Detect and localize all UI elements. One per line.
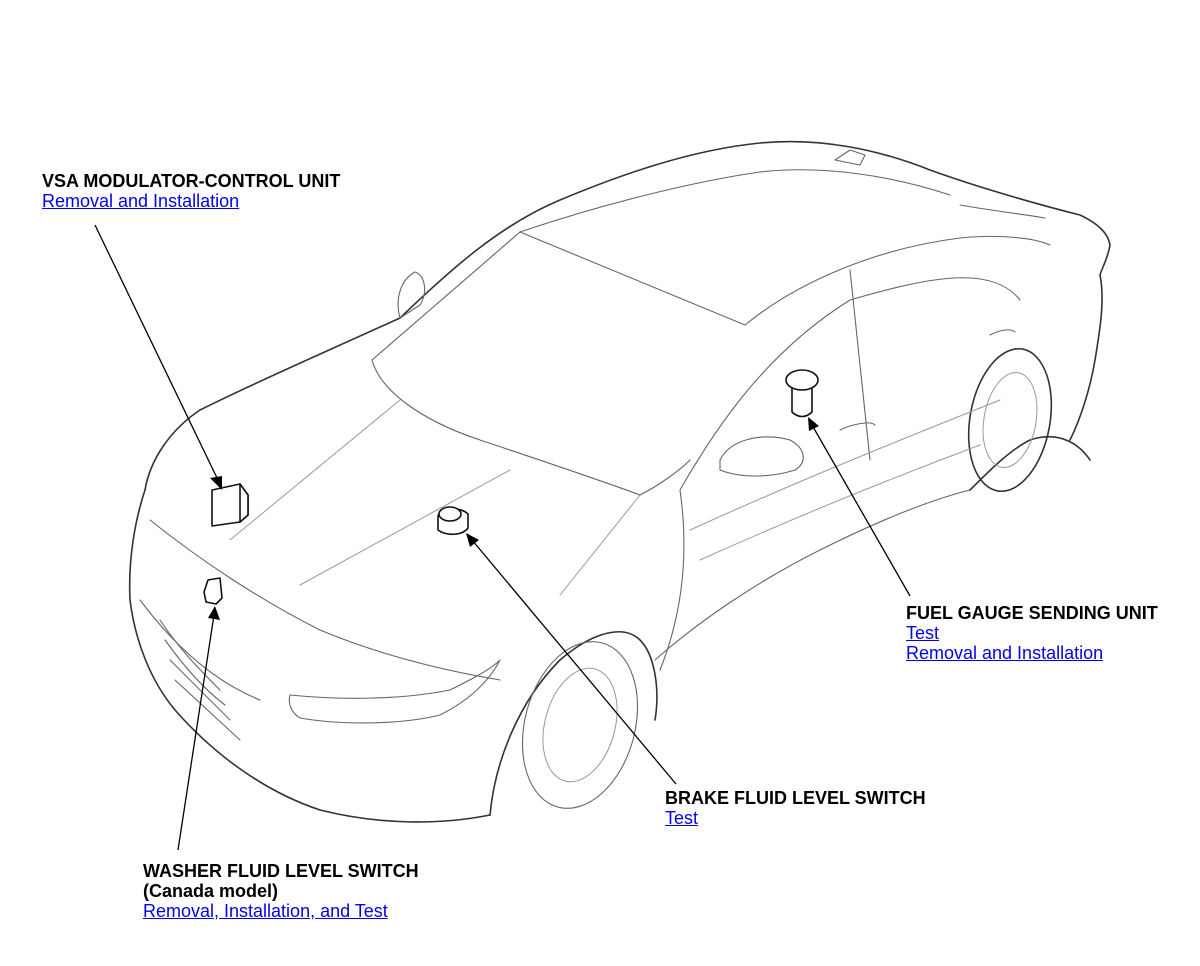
callout-title: WASHER FLUID LEVEL SWITCH bbox=[143, 861, 419, 881]
callout-fuel-gauge-sender: FUEL GAUGE SENDING UNIT Test Removal and… bbox=[906, 603, 1158, 663]
vsa-leader-line bbox=[94, 224, 222, 490]
brake-test-link[interactable]: Test bbox=[665, 808, 699, 828]
washer-removal-installation-test-link[interactable]: Removal, Installation, and Test bbox=[143, 901, 388, 921]
fuel-removal-installation-link[interactable]: Removal and Installation bbox=[906, 643, 1104, 663]
callout-title: VSA MODULATOR-CONTROL UNIT bbox=[42, 171, 341, 191]
callout-title: BRAKE FLUID LEVEL SWITCH bbox=[665, 788, 926, 808]
vsa-modulator-unit-part bbox=[211, 483, 249, 527]
callout-washer-fluid-switch: WASHER FLUID LEVEL SWITCH (Canada model)… bbox=[143, 861, 419, 921]
car-outline bbox=[128, 140, 1111, 823]
fuel-test-link[interactable]: Test bbox=[906, 623, 940, 643]
fuel-leader-line bbox=[808, 417, 911, 597]
callout-title: FUEL GAUGE SENDING UNIT bbox=[906, 603, 1158, 623]
fuel-gauge-sender-part bbox=[785, 369, 819, 418]
washer-fluid-switch-part bbox=[203, 577, 223, 605]
callout-vsa-modulator: VSA MODULATOR-CONTROL UNIT Removal and I… bbox=[42, 171, 340, 211]
callout-brake-fluid-switch: BRAKE FLUID LEVEL SWITCH Test bbox=[665, 788, 926, 828]
brake-leader-line bbox=[466, 533, 677, 785]
brake-fluid-switch-part bbox=[437, 506, 469, 536]
washer-leader-line bbox=[177, 606, 220, 851]
vsa-removal-installation-link[interactable]: Removal and Installation bbox=[42, 191, 240, 211]
callout-subtitle: (Canada model) bbox=[143, 881, 279, 901]
